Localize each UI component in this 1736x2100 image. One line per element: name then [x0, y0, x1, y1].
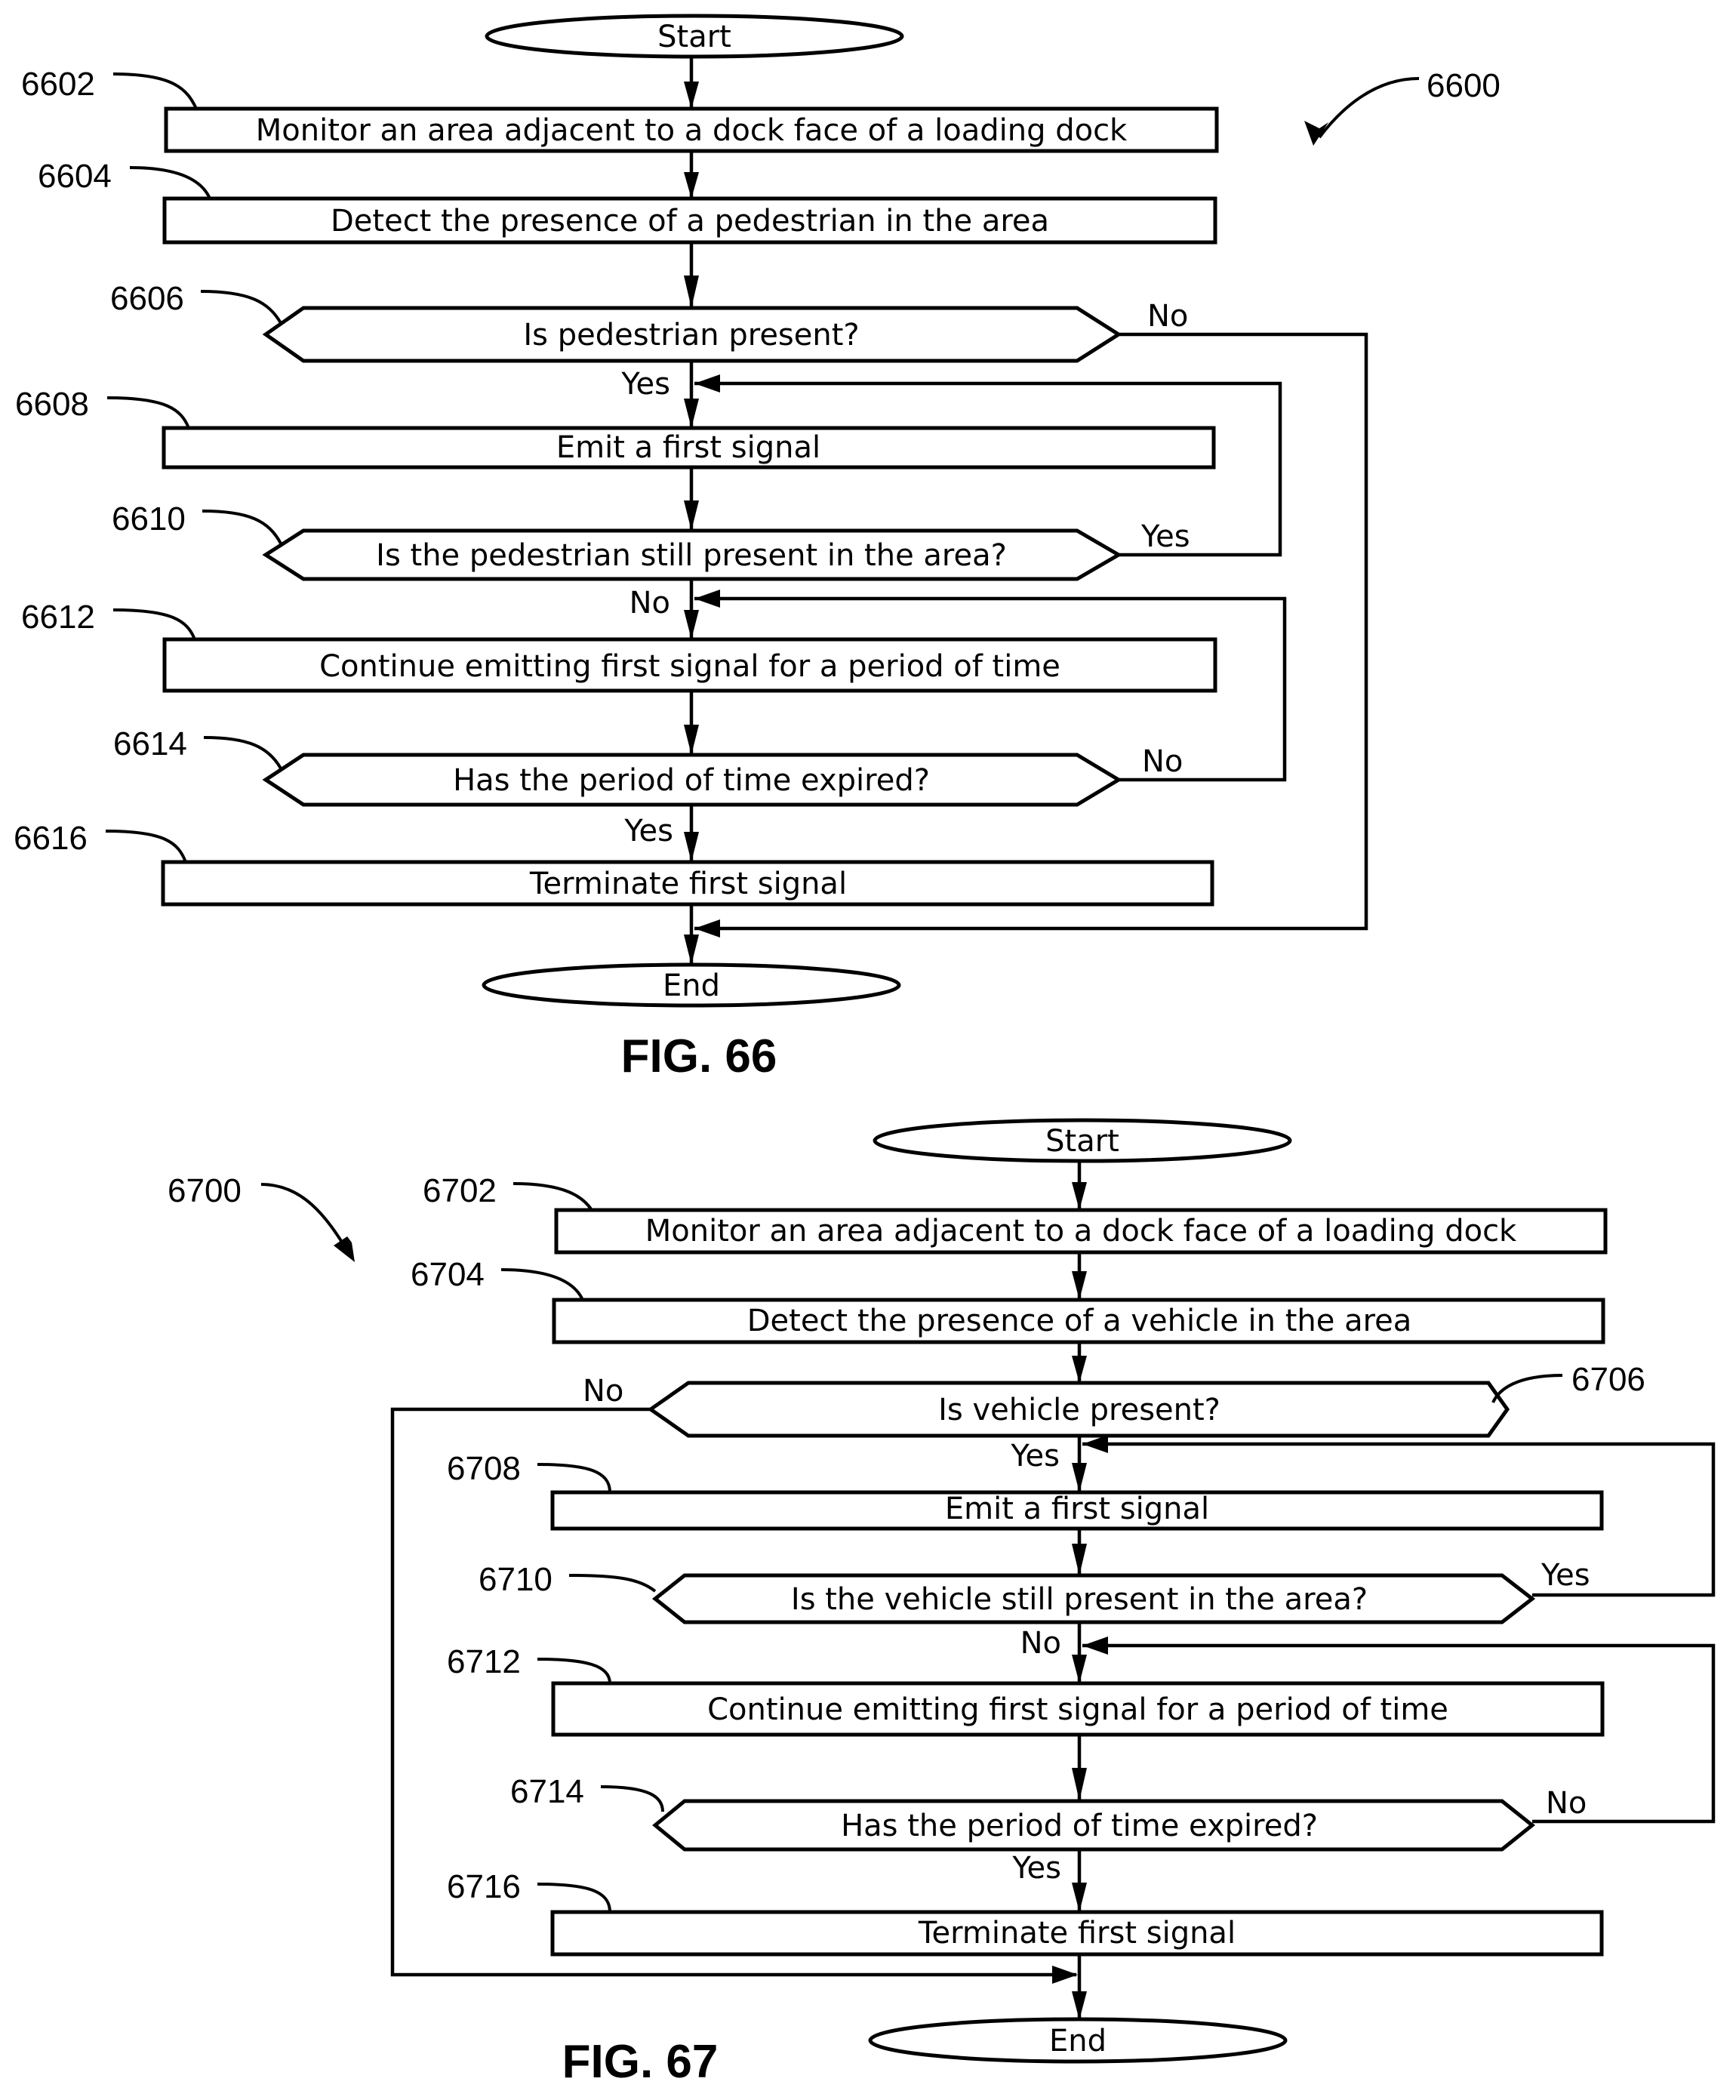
branch-label-6610-yes: Yes	[1140, 519, 1190, 554]
ref-numeral-6608: 6608	[15, 386, 89, 423]
ref-numeral-6702: 6702	[423, 1172, 497, 1209]
ref-numeral-6606: 6606	[110, 280, 184, 317]
start-label: Start	[1045, 1124, 1119, 1159]
leader-6704	[501, 1270, 583, 1300]
leader-6614	[204, 737, 281, 768]
branch-label-6606-no: No	[1147, 299, 1188, 334]
decision-text-6706: Is vehicle present?	[938, 1393, 1220, 1427]
branch-label-6706-no: No	[583, 1374, 623, 1409]
leader-6616	[106, 831, 186, 862]
process-text-6702: Monitor an area adjacent to a dock face …	[645, 1214, 1517, 1249]
figure-ref-arrowhead-6700	[334, 1236, 355, 1262]
ref-numeral-6712: 6712	[447, 1643, 521, 1680]
leader-6612	[113, 610, 195, 639]
leader-6710	[569, 1575, 655, 1591]
ref-numeral-6704: 6704	[411, 1256, 485, 1293]
process-text-6716: Terminate first signal	[918, 1916, 1236, 1951]
process-text-6612: Continue emitting first signal for a per…	[319, 649, 1060, 684]
branch-label-6706-yes: Yes	[1010, 1439, 1060, 1473]
figure-ref-6700: 6700	[168, 1172, 242, 1209]
ref-numeral-6714: 6714	[510, 1773, 584, 1810]
branch-label-6710-yes: Yes	[1541, 1558, 1590, 1593]
figure-ref-arrowhead-6600	[1304, 121, 1328, 146]
branch-label-6614-no: No	[1142, 744, 1183, 779]
leader-6714	[601, 1787, 663, 1812]
ref-numeral-6710: 6710	[479, 1561, 553, 1598]
figure-caption-66: FIG. 66	[621, 1030, 777, 1082]
branch-label-6714-no: No	[1546, 1786, 1587, 1821]
decision-text-6606: Is pedestrian present?	[523, 318, 859, 353]
process-text-6704: Detect the presence of a vehicle in the …	[747, 1304, 1412, 1338]
ref-numeral-6708: 6708	[447, 1450, 521, 1487]
leader-6702	[513, 1184, 592, 1210]
figure-67: Start End Monitor an area adjacent to a …	[168, 1120, 1713, 2088]
ref-numeral-6610: 6610	[112, 500, 186, 537]
end-label: End	[1049, 2024, 1107, 2058]
ref-numeral-6602: 6602	[21, 66, 95, 103]
branch-label-6606-yes: Yes	[620, 367, 670, 402]
leader-6604	[130, 168, 210, 199]
decision-text-6710: Is the vehicle still present in the area…	[791, 1582, 1368, 1617]
arrowhead-loop-6614	[694, 590, 720, 608]
branch-label-6610-no: No	[629, 586, 670, 620]
leader-6602	[113, 74, 196, 109]
process-text-6602: Monitor an area adjacent to a dock face …	[256, 113, 1128, 148]
arrowhead-loop-6710	[1082, 1435, 1108, 1453]
leader-6608	[107, 398, 189, 428]
flow-connectors-66	[684, 57, 699, 965]
ref-numeral-6716: 6716	[447, 1868, 521, 1905]
ref-numeral-6604: 6604	[38, 158, 112, 195]
process-text-6608: Emit a first signal	[556, 430, 820, 465]
figure-ref-6600: 6600	[1427, 67, 1501, 104]
leader-6606	[201, 291, 281, 323]
ref-numeral-6612: 6612	[21, 599, 95, 636]
ref-numeral-6614: 6614	[113, 725, 187, 762]
leader-6610	[202, 511, 281, 543]
figure-66: Start End Monitor an area adjacent to a …	[14, 16, 1501, 1082]
arrowhead-loop-6610	[694, 374, 720, 393]
decision-text-6714: Has the period of time expired?	[841, 1809, 1318, 1843]
figure-ref-arrow-6600	[1319, 79, 1419, 137]
ref-numeral-6706: 6706	[1571, 1361, 1645, 1398]
leader-6716	[537, 1884, 610, 1912]
leader-6708	[537, 1464, 610, 1492]
process-text-6712: Continue emitting first signal for a per…	[707, 1692, 1448, 1727]
process-text-6708: Emit a first signal	[945, 1492, 1209, 1526]
arrowhead-bypass-6706	[1052, 1966, 1078, 1984]
branch-label-6614-yes: Yes	[623, 814, 673, 848]
branch-label-6714-yes: Yes	[1011, 1851, 1061, 1886]
leader-6712	[537, 1659, 610, 1683]
branch-label-6710-no: No	[1020, 1626, 1061, 1661]
process-text-6604: Detect the presence of a pedestrian in t…	[331, 204, 1049, 239]
bypass-6606-no	[694, 334, 1366, 928]
decision-text-6610: Is the pedestrian still present in the a…	[376, 538, 1007, 573]
figure-caption-67: FIG. 67	[562, 2036, 719, 2088]
process-text-6616: Terminate first signal	[529, 867, 847, 901]
arrowhead-loop-6714	[1082, 1637, 1108, 1655]
leader-6706	[1493, 1375, 1562, 1403]
end-label: End	[663, 968, 720, 1003]
decision-text-6614: Has the period of time expired?	[453, 763, 930, 798]
start-label: Start	[657, 20, 731, 54]
ref-numeral-6616: 6616	[14, 820, 88, 857]
figure-ref-arrow-6700	[261, 1184, 349, 1253]
